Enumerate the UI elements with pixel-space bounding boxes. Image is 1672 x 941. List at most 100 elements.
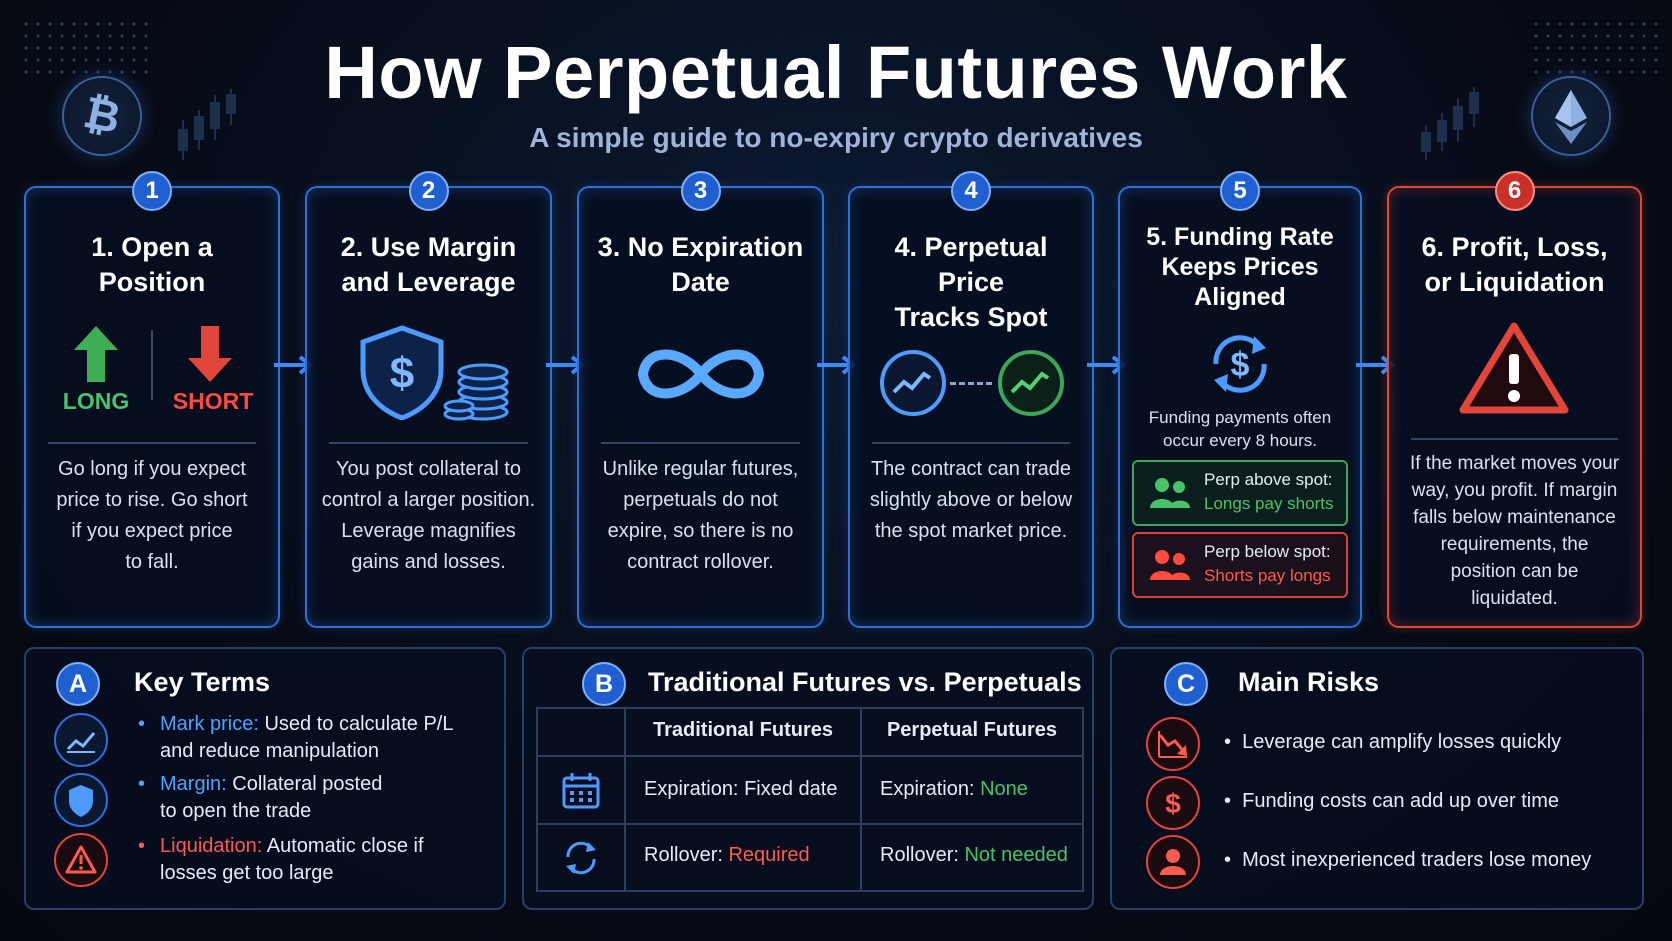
long-arrow-icon bbox=[74, 326, 118, 382]
calendar-icon bbox=[562, 773, 600, 809]
card-divider bbox=[329, 442, 528, 444]
panel-badge: B bbox=[582, 662, 626, 706]
perp-above-spot-box: Perp above spot: Longs pay shorts bbox=[1132, 460, 1348, 526]
panel-title: Main Risks bbox=[1238, 667, 1380, 697]
table-header-perpetual: Perpetual Futures bbox=[886, 719, 1058, 741]
shield-dollar-icon: $ bbox=[360, 325, 444, 420]
table-border-right bbox=[1082, 707, 1084, 892]
panel-title: Traditional Futures vs. Perpetuals bbox=[648, 667, 1082, 697]
key-term-margin: Margin: Collateral posted to open the tr… bbox=[160, 773, 383, 822]
short-arrow-icon bbox=[188, 326, 232, 382]
chart-icon bbox=[54, 713, 108, 767]
table-border-bottom bbox=[536, 890, 1084, 892]
refresh-icon bbox=[566, 841, 596, 875]
price-link-dashes bbox=[950, 382, 992, 385]
step-number-badge: 5 bbox=[1220, 171, 1260, 211]
coin-stack-icon bbox=[443, 363, 509, 421]
table-border-row bbox=[536, 823, 1084, 825]
term-bullet: • bbox=[138, 773, 146, 795]
warning-icon bbox=[54, 833, 108, 887]
funding-condition: Perp below spot: bbox=[1204, 542, 1331, 561]
card-divider bbox=[601, 442, 800, 444]
candlestick-decoration-right bbox=[1421, 87, 1479, 160]
risk-item: • Funding costs can add up over time bbox=[1224, 790, 1559, 812]
risk-item: • Leverage can amplify losses quickly bbox=[1224, 731, 1562, 753]
short-label: SHORT bbox=[172, 388, 254, 414]
key-terms-panel: A Key Terms • Mark price: Used to calcul… bbox=[24, 647, 506, 910]
table-col-divider bbox=[624, 707, 626, 892]
bitcoin-icon: ₿ bbox=[62, 76, 142, 156]
comparison-panel: B Traditional Futures vs. Perpetuals Tra… bbox=[522, 647, 1094, 910]
funding-cycle-dollar-icon: $ bbox=[1213, 335, 1267, 393]
svg-text:$: $ bbox=[1165, 788, 1181, 819]
traditional-expiration: Expiration: Fixed date bbox=[644, 778, 838, 800]
table-header-traditional: Traditional Futures bbox=[652, 719, 834, 741]
step-number-badge: 6 bbox=[1494, 171, 1535, 211]
downtrend-icon bbox=[1146, 717, 1200, 771]
dot-pattern-right bbox=[1530, 18, 1660, 78]
infinity-icon bbox=[637, 349, 765, 399]
risk-item: • Most inexperienced traders lose money bbox=[1224, 849, 1592, 871]
perpetual-expiration: Expiration: None bbox=[880, 778, 1028, 800]
ethereum-icon bbox=[1531, 76, 1611, 156]
perp-price-chart-icon bbox=[880, 350, 946, 416]
funding-condition: Perp above spot: bbox=[1204, 470, 1333, 489]
page-subtitle: A simple guide to no-expiry crypto deriv… bbox=[529, 122, 1143, 153]
key-term-mark-price: Mark price: Used to calculate P/L and re… bbox=[160, 713, 454, 762]
step-number-badge: 4 bbox=[951, 171, 991, 211]
users-icon bbox=[1150, 478, 1190, 508]
panel-badge: A bbox=[56, 662, 100, 706]
step-number-badge: 1 bbox=[132, 171, 172, 211]
table-col-divider bbox=[860, 707, 862, 892]
perp-below-spot-box: Perp below spot: Shorts pay longs bbox=[1132, 532, 1348, 598]
step-number-badge: 3 bbox=[680, 171, 721, 211]
term-bullet: • bbox=[138, 713, 146, 735]
table-border-top bbox=[536, 707, 1084, 709]
table-border-header bbox=[536, 755, 1084, 757]
panel-badge: C bbox=[1164, 662, 1208, 706]
perpetual-rollover: Rollover: Not needed bbox=[880, 844, 1068, 866]
step-title: 6. Profit, Loss,or Liquidation bbox=[1421, 232, 1608, 297]
dollar-icon: $ bbox=[1146, 776, 1200, 830]
candlestick-decoration-left bbox=[178, 89, 236, 160]
step-description: Unlike regular futures,perpetuals do not… bbox=[602, 458, 799, 573]
long-label: LONG bbox=[62, 388, 130, 414]
dot-pattern-left bbox=[20, 18, 150, 78]
funding-payer: Shorts pay longs bbox=[1204, 566, 1331, 585]
step-number-badge: 2 bbox=[408, 171, 449, 211]
page-title: How Perpetual Futures Work bbox=[324, 31, 1348, 114]
spot-price-chart-icon bbox=[998, 350, 1064, 416]
step-card-6: 6 6. Profit, Loss,or Liquidation If the … bbox=[1387, 171, 1642, 628]
panel-title: Key Terms bbox=[134, 667, 271, 697]
svg-text:$: $ bbox=[1231, 346, 1250, 384]
card-divider bbox=[1411, 438, 1618, 440]
key-term-liquidation: Liquidation: Automatic close if losses g… bbox=[160, 835, 424, 884]
card-divider bbox=[48, 442, 256, 444]
svg-text:$: $ bbox=[390, 349, 414, 398]
card-divider bbox=[872, 442, 1070, 444]
long-short-divider bbox=[151, 330, 153, 400]
traditional-rollover: Rollover: Required bbox=[644, 844, 810, 866]
funding-payer: Longs pay shorts bbox=[1204, 494, 1334, 513]
main-risks-panel: C Main Risks • Leverage can amplify loss… bbox=[1110, 647, 1644, 910]
user-icon bbox=[1146, 835, 1200, 889]
users-icon bbox=[1150, 550, 1190, 580]
shield-icon bbox=[54, 773, 108, 827]
term-bullet: • bbox=[138, 835, 146, 857]
table-border-left bbox=[536, 707, 538, 892]
comparison-table: Traditional Futures Perpetual Futures Ex… bbox=[536, 707, 1084, 892]
